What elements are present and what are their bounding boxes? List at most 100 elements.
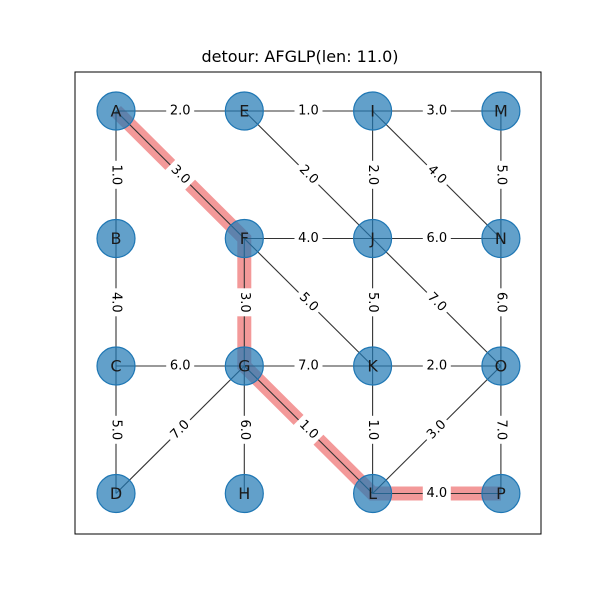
edge-label-F-G: 3.0 — [236, 288, 253, 317]
node-label: D — [110, 484, 122, 503]
node-circle — [96, 218, 136, 259]
edge-weight-label: 5.0 — [493, 164, 508, 185]
edge-label-background — [364, 160, 381, 189]
edge-label-background — [108, 415, 124, 444]
edge-label-E-I: 1.0 — [294, 103, 323, 119]
edge-label-K-O: 2.0 — [422, 358, 451, 374]
node-circle — [353, 91, 393, 131]
edge-label-background — [292, 286, 325, 318]
edge-label-background — [292, 414, 325, 446]
edge-label-background — [422, 230, 451, 247]
node-L: L — [353, 473, 393, 514]
edge-label-background — [108, 288, 124, 317]
edge-label-background — [292, 159, 325, 191]
node-label: G — [238, 357, 250, 376]
edge-label-A-E: 2.0 — [166, 103, 195, 119]
node-G: G — [224, 346, 264, 386]
edge-label-I-J: 2.0 — [364, 160, 381, 189]
node-circle — [481, 218, 521, 259]
node-label: K — [367, 357, 378, 376]
edge-weight-label: 5.0 — [109, 419, 124, 440]
node-label: C — [110, 357, 121, 376]
node-circle — [224, 346, 264, 386]
node-circle — [224, 218, 264, 259]
edge-weight-label: 6.0 — [493, 292, 508, 313]
edge-weight-label: 2.0 — [426, 359, 447, 374]
node-D: D — [96, 473, 136, 514]
node-label: A — [111, 102, 122, 121]
edge-label-background — [294, 103, 323, 119]
edge-label-J-K: 5.0 — [364, 288, 381, 317]
node-circle — [224, 91, 264, 131]
node-label: F — [240, 229, 249, 248]
edge-label-N-O: 6.0 — [492, 288, 509, 317]
edge-weight-label: 3.0 — [237, 292, 252, 313]
edge-weight-label: 4.0 — [109, 292, 124, 313]
edge-label-background — [421, 286, 453, 318]
edge-weight-label: 7.0 — [493, 419, 508, 440]
edge-weight-label: 1.0 — [109, 164, 124, 185]
edge-weight-label: 1.0 — [298, 104, 319, 119]
node-label: O — [495, 357, 508, 376]
edge-weight-label: 7.0 — [298, 359, 319, 374]
edge-label-background — [492, 415, 509, 444]
edge-label-background — [364, 288, 381, 317]
edge-label-O-P: 7.0 — [492, 415, 509, 444]
edge-label-background — [492, 160, 509, 189]
node-A: A — [96, 91, 136, 131]
node-circle — [481, 346, 521, 386]
edge-label-G-H: 6.0 — [236, 415, 253, 444]
node-E: E — [224, 91, 264, 131]
edge-label-background — [492, 288, 509, 317]
edge-label-background — [236, 415, 253, 444]
node-label: L — [368, 484, 377, 503]
node-J: J — [353, 218, 393, 259]
edge-label-I-M: 3.0 — [422, 103, 451, 119]
node-circle — [353, 473, 393, 514]
edge-label-G-K: 7.0 — [294, 358, 323, 374]
edge-label-C-G: 6.0 — [166, 358, 195, 374]
edge-weight-label: 4.0 — [298, 231, 319, 246]
edge-label-background — [236, 288, 253, 317]
edge-weight-label: 5.0 — [365, 292, 380, 313]
node-N: N — [481, 218, 521, 259]
node-label: E — [239, 102, 249, 121]
node-circle — [353, 218, 393, 259]
edge-label-background — [421, 414, 453, 446]
node-M: M — [481, 91, 521, 131]
edge-label-background — [294, 230, 323, 247]
edge-weight-label: 6.0 — [170, 359, 191, 374]
edge-weight-label: 4.0 — [426, 486, 447, 501]
diagram-title: detour: AFGLP(len: 11.0) — [201, 47, 399, 66]
edge-label-background — [166, 358, 195, 374]
edge-label-B-C: 4.0 — [108, 288, 124, 317]
node-label: P — [496, 484, 506, 503]
node-circle — [96, 473, 136, 514]
node-P: P — [481, 473, 521, 514]
node-layer: A E I M B F J N C G K O D H L P — [96, 91, 521, 514]
edge-label-background — [108, 160, 124, 189]
node-circle — [481, 91, 521, 131]
node-K: K — [353, 346, 393, 386]
node-circle — [224, 473, 264, 514]
node-label: N — [495, 229, 507, 248]
node-label: H — [238, 484, 250, 503]
edge-weight-label: 6.0 — [237, 419, 252, 440]
node-label: J — [369, 229, 375, 248]
edge-label-M-N: 5.0 — [492, 160, 509, 189]
node-B: B — [96, 218, 136, 259]
edge-label-background — [422, 485, 451, 502]
edge-label-L-P: 4.0 — [422, 485, 451, 502]
edge-label-background — [294, 358, 323, 374]
edge-label-A-B: 1.0 — [108, 160, 124, 189]
node-circle — [353, 346, 393, 386]
edge-label-background — [166, 103, 195, 119]
edge-label-background — [364, 415, 381, 444]
edge-label-background — [422, 358, 451, 374]
edge-weight-label: 3.0 — [426, 104, 447, 119]
node-label: I — [370, 102, 375, 121]
edge-label-background — [422, 103, 451, 119]
edge-weight-label: 1.0 — [365, 419, 380, 440]
edge-label-background — [421, 159, 453, 191]
node-F: F — [224, 218, 264, 259]
